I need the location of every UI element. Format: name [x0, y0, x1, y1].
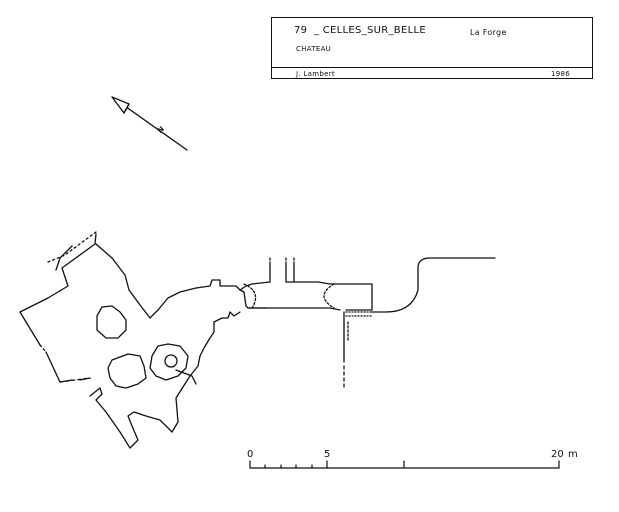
wall-central-north	[239, 261, 337, 309]
wall-outline-southwest	[19, 311, 91, 383]
tower-round	[164, 354, 178, 368]
author-name: J. Lambert	[296, 70, 335, 78]
scale-label-0: 0	[247, 449, 254, 460]
scale-label-5: 5	[324, 449, 331, 460]
room-west	[96, 305, 127, 339]
wall-bastion-east	[371, 257, 496, 313]
cartouche-divider	[272, 67, 592, 68]
commune-name: _ CELLES_SUR_BELLE	[314, 25, 426, 36]
drawing-year: 1986	[550, 70, 570, 78]
lieu-dit: La Forge	[470, 28, 507, 37]
wall-central-south	[247, 283, 373, 311]
wall-outline-west	[19, 233, 241, 319]
north-arrow-icon	[111, 96, 188, 151]
scale-label-20: 20	[551, 449, 564, 460]
room-southwest	[107, 353, 147, 389]
departement-number: 79	[294, 25, 308, 36]
wall-outline-south	[89, 311, 241, 449]
object-type: CHATEAU	[296, 45, 332, 53]
scale-bar	[249, 460, 560, 469]
scale-unit: m	[568, 449, 578, 460]
title-cartouche: 79 _ CELLES_SUR_BELLE La Forge CHATEAU J…	[271, 17, 593, 79]
